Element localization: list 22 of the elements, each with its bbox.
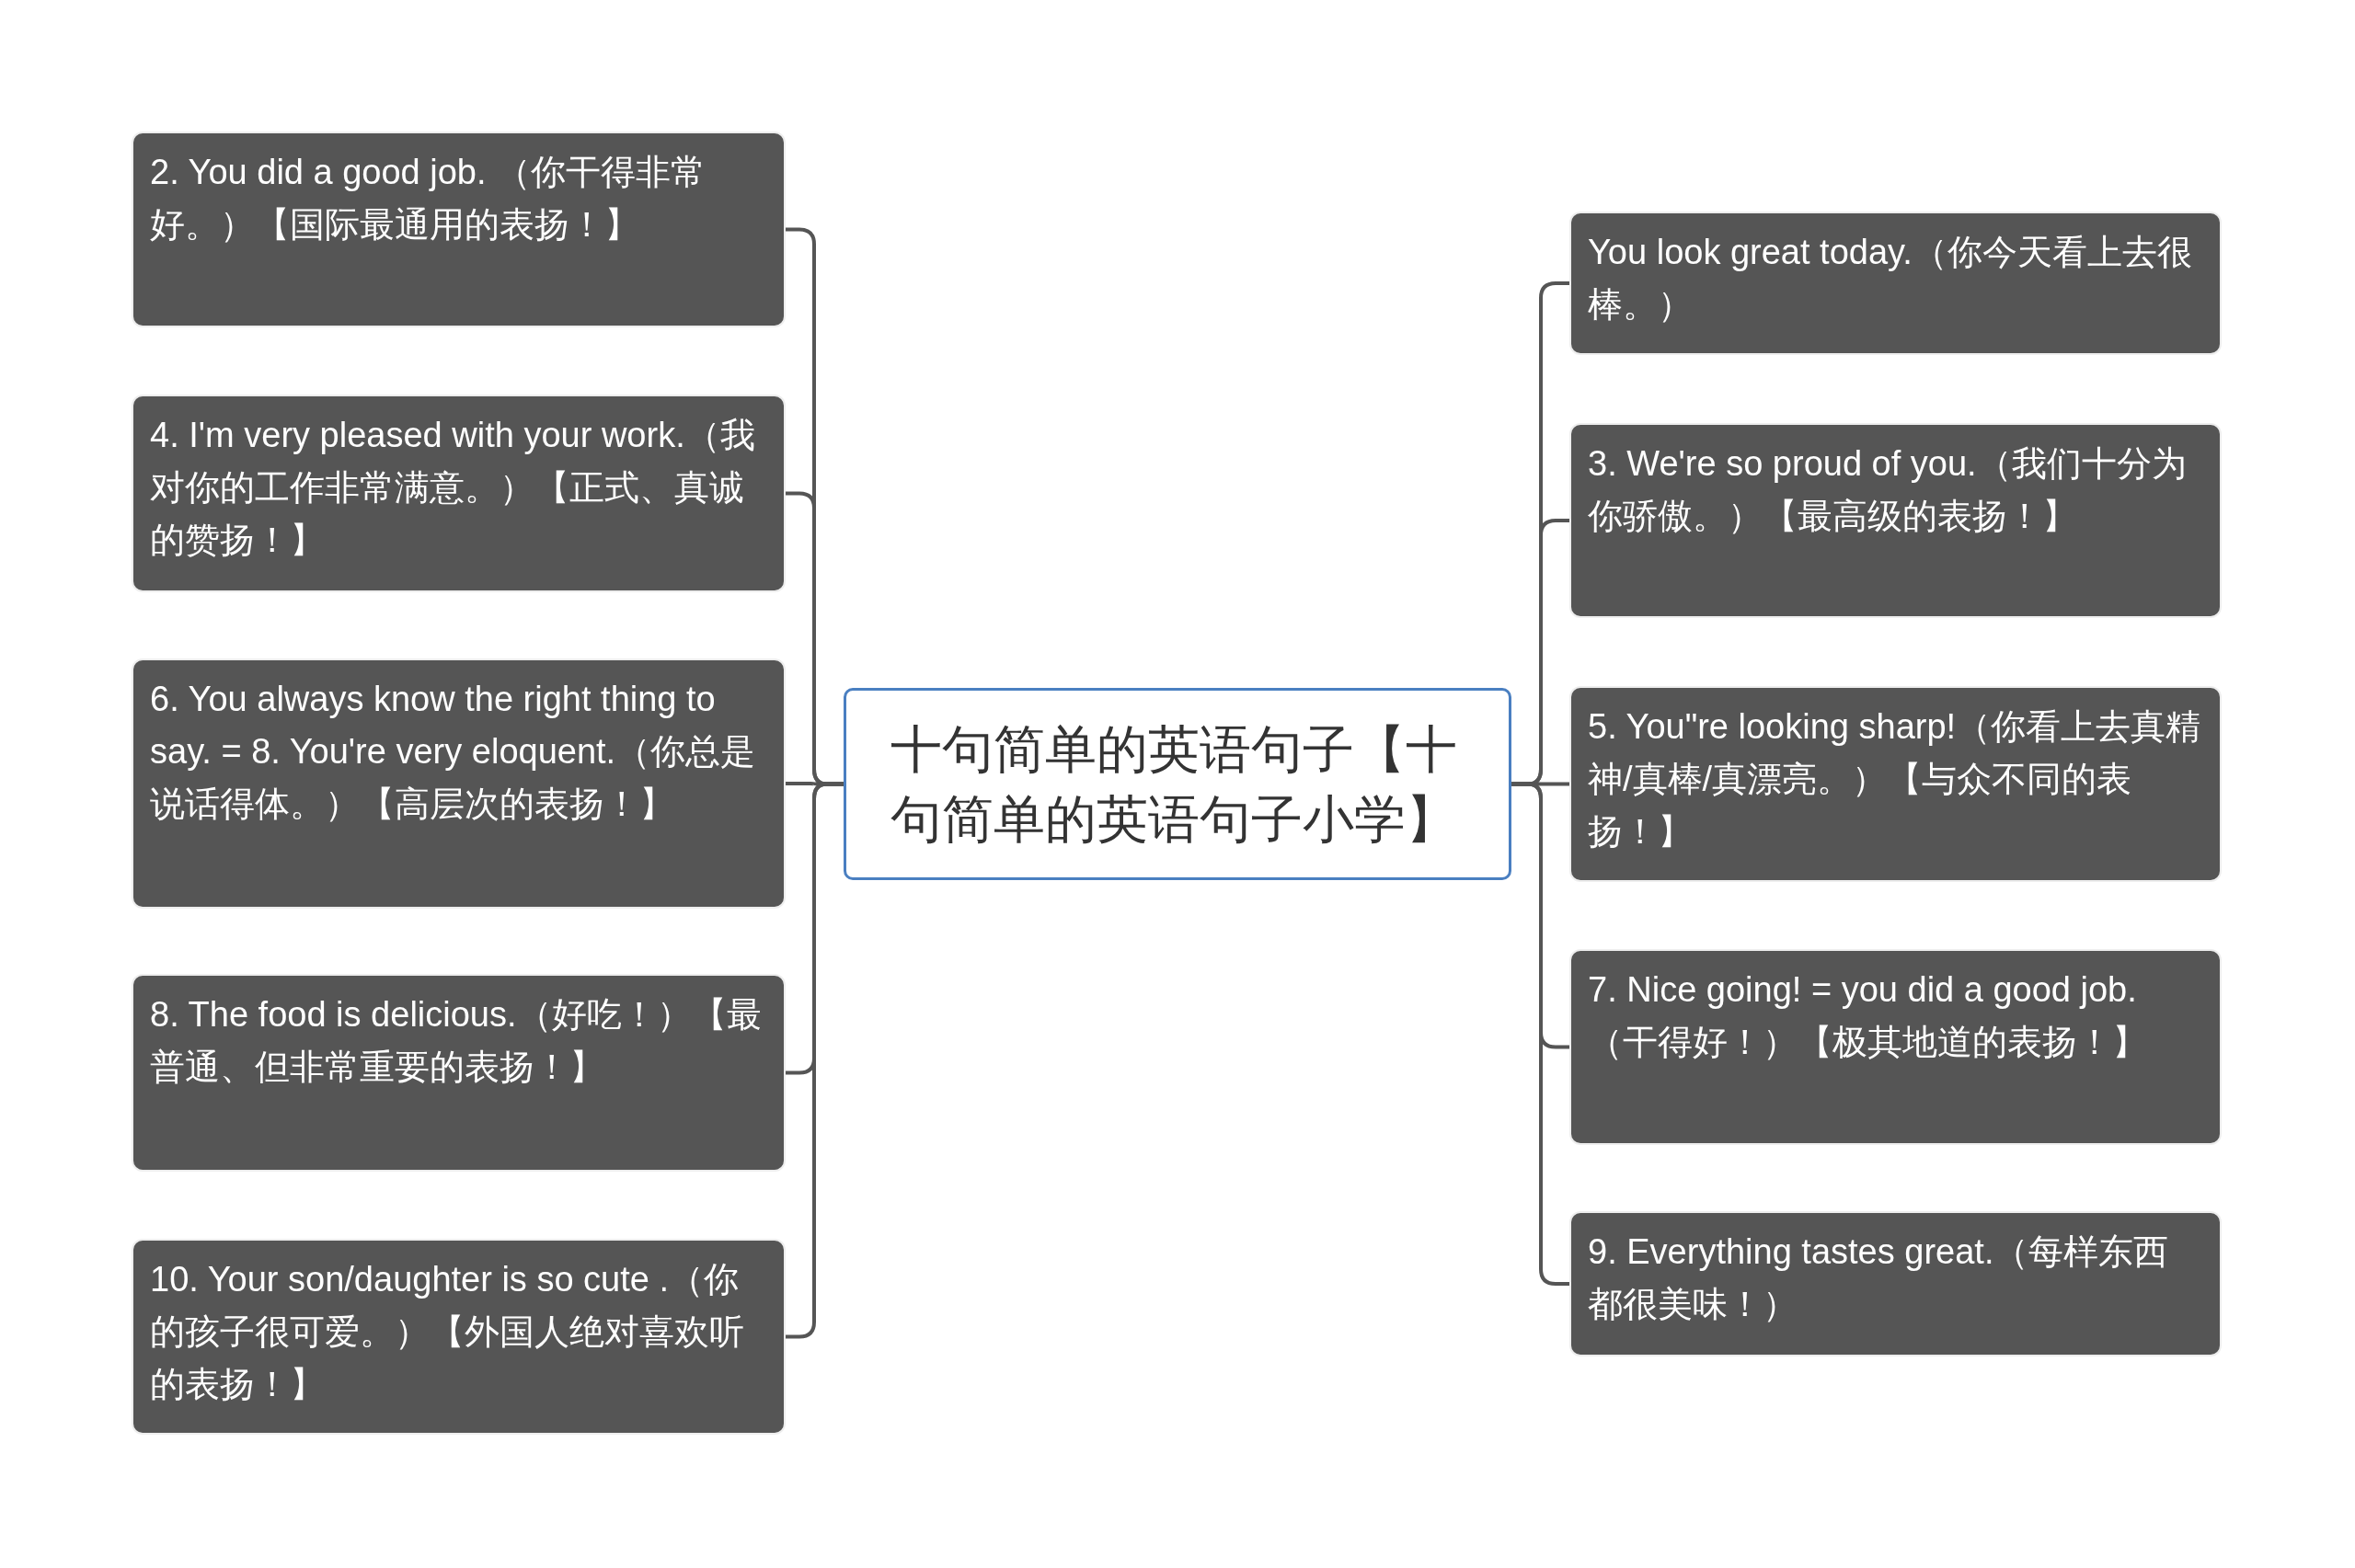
topic-text: 3. We're so proud of you.（我们十分为你骄傲。）【最高级的表扬！】: [1588, 443, 2188, 537]
topic-text: 7. Nice going! = you did a good job.（干得好！）【极其地道的表扬！】: [1588, 969, 2148, 1063]
topic-box: [133, 396, 784, 590]
topic-box: [133, 133, 784, 326]
topic-text: 2. You did a good job. （你干得非常好。）【国际最通用的表扬！】: [150, 152, 707, 246]
topic-text: 9. Everything tastes great.（每样东西都很美味！）: [1588, 1231, 2170, 1325]
topic-text: 10. Your son/daughter is so cute .（你的孩子很可爱。）【外国人绝对喜欢听的表扬！】: [150, 1259, 745, 1405]
topic-box: [1571, 688, 2220, 880]
topic-box: [1571, 425, 2220, 616]
topic-text: 6. You always know the right thing to say. = 8. You're very eloquent.（你总是说话得体。）【高层次的表扬！】: [150, 679, 757, 825]
topic-box: [1571, 1213, 2220, 1355]
topic-text: 4. I'm very pleased with your work.（我对你的工作非常满意。）【正式、真诚的赞扬！】: [150, 415, 756, 561]
topic-box: [1571, 951, 2220, 1143]
topic-text: 十句简单的英语句子【十句简单的英语句子小学】: [890, 718, 1458, 850]
topic-box: [133, 660, 784, 907]
topic-box: [133, 1241, 784, 1433]
topic-box: [133, 976, 784, 1170]
topic-box: [1571, 213, 2220, 353]
topic-text: 8. The food is delicious.（好吃！）【最普通、但非常重要的表扬！】: [150, 994, 763, 1088]
topic-text: 5. You"re looking sharp!（你看上去真精神/真棒/真漂亮。）【与众不同的表扬！】: [1588, 706, 2202, 853]
topic-text: You look great today.（你今天看上去很棒。）: [1588, 232, 2193, 326]
central-topic-box: [844, 688, 1511, 880]
